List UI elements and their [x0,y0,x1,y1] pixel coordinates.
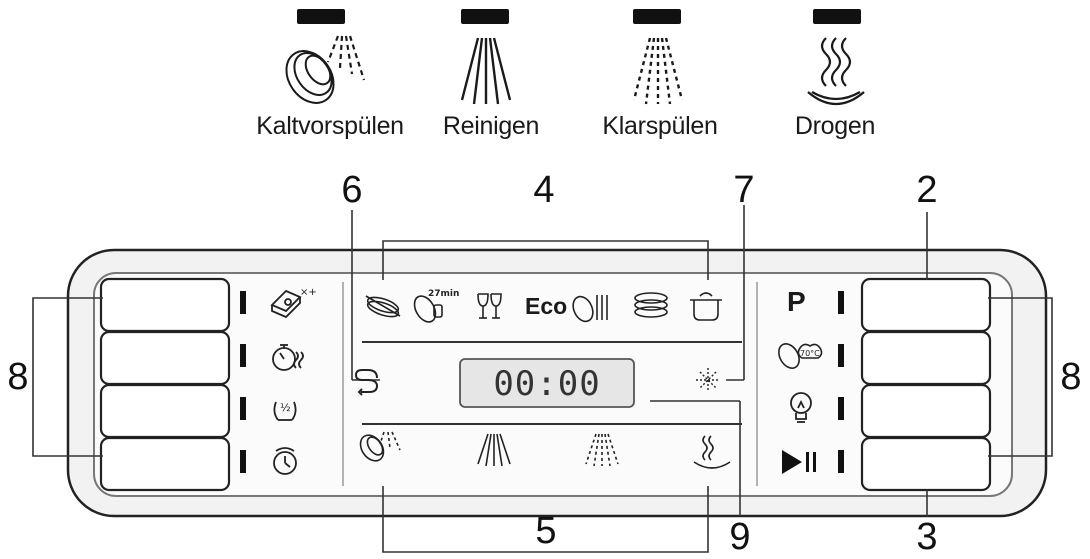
plates-icon [634,292,668,318]
svg-text:½: ½ [280,401,291,414]
rinse-aid-indicator-icon [696,368,720,392]
rinse-spray-icon [632,37,684,105]
glass-icon [477,293,502,319]
callout-4: 4 [533,169,555,211]
pot-icon [690,292,722,321]
callout-9: 9 [729,516,751,558]
light-bulb-icon [790,392,812,423]
right-button-column [860,277,992,492]
callout-7: 7 [733,169,755,211]
svg-text:×+: ×+ [300,287,317,298]
quick-27min-icon: 27min [413,289,459,323]
left-button-column [99,277,231,492]
half-stopwatch-icon [272,344,304,371]
right-button-4 [860,436,992,492]
program-key-label: P [787,286,806,317]
panel-drying-steam-icon [693,435,731,469]
callout-2: 2 [916,169,938,211]
phase-label-rinse: Klarspülen [602,112,718,140]
callout-3: 3 [916,516,938,558]
phase-label-wash: Reinigen [442,112,540,140]
wash-spray-icon [460,37,512,105]
phase-label-drying: Drogen [794,112,876,140]
panel-wash-spray-icon [477,433,511,467]
left-button-2 [99,330,231,386]
cold-prewash-icon [285,35,366,104]
svg-text:27min: 27min [428,289,459,299]
left-button-4 [99,436,231,492]
time-display: 00:00 [493,364,601,404]
panel-rinse-spray-icon [585,433,619,467]
callout-8-right: 8 [1060,356,1082,398]
time-display-frame [459,358,635,408]
callout-5: 5 [535,510,557,552]
left-button-1 [99,277,231,333]
callout-6: 6 [341,169,363,211]
callout-8-left: 8 [7,356,29,398]
right-button-1 [860,277,992,333]
eco-program-label: Eco [525,293,568,319]
drying-steam-icon [807,37,865,105]
right-indicators [838,291,844,473]
svg-text:70°C: 70°C [800,349,820,358]
right-button-2 [860,330,992,386]
right-button-3 [860,383,992,439]
delay-timer-icon [273,447,297,475]
auto-open-icon [354,369,379,396]
callout-lines [32,205,1053,553]
intensive-icon [365,295,401,318]
cutlery-icon [572,295,608,323]
left-indicators [240,291,246,473]
play-pause-icon [782,450,816,474]
half-load-icon: ½ [273,401,297,421]
tablet-icon: ×+ [270,287,317,319]
phase-label-cold-prewash: Kaltvorspülen [256,112,404,140]
hot-steam-icon: 70°C [778,343,823,369]
panel-cold-prewash-icon [359,431,401,462]
left-button-3 [99,383,231,439]
